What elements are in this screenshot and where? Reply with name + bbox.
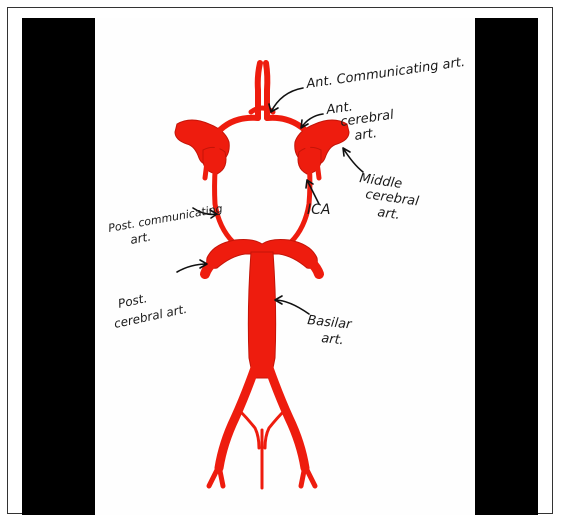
left-black-bar <box>22 18 95 515</box>
right-bottom-fork-b <box>305 466 315 486</box>
left-mca-small-branch <box>205 162 207 178</box>
right-mca-small-branch <box>317 162 319 178</box>
vertebral-artery-right <box>269 368 305 468</box>
label-ant-communicating: Ant. Communicating art. <box>304 55 465 92</box>
label-post-cerebral-line1: Post. <box>117 291 149 311</box>
label-post-communicating-line1: Post. communicating <box>107 202 223 235</box>
label-middle-cerebral-line3: art. <box>376 205 400 223</box>
label-basilar-line1: Basilar <box>307 313 354 333</box>
labels: Ant. Communicating art. Ant. cerebral ar… <box>107 55 466 348</box>
basilar-artery <box>248 252 275 378</box>
label-ant-cerebral-line3: art. <box>353 126 377 144</box>
anterior-spinal-branch-right <box>265 410 285 448</box>
drawing-canvas: Ant. Communicating art. Ant. cerebral ar… <box>95 18 475 515</box>
posterior-cerebral-tip-right <box>311 262 319 274</box>
label-post-communicating-line2: art. <box>129 230 152 247</box>
anterior-spinal-branch-left <box>239 410 259 448</box>
vertebral-artery-left <box>219 368 255 468</box>
circle-of-willis-diagram: Ant. Communicating art. Ant. cerebral ar… <box>95 18 475 515</box>
label-ica: ICA <box>307 202 330 218</box>
right-aca-arch <box>267 118 305 130</box>
arteries <box>175 63 349 488</box>
arrow-middle-cerebral <box>343 148 363 172</box>
left-aca-arch <box>220 118 258 130</box>
label-basilar-line2: art. <box>321 331 345 348</box>
right-black-bar <box>475 18 538 515</box>
arrow-ant-communicating <box>269 88 303 112</box>
arrow-basilar <box>275 296 309 314</box>
